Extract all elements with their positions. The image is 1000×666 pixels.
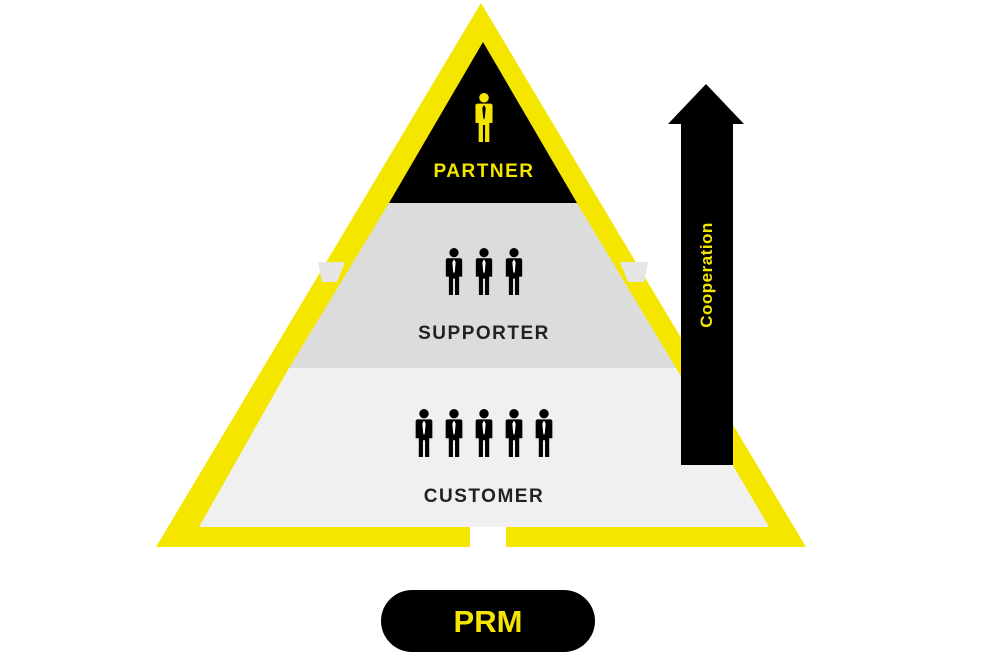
person-icon [475,248,493,295]
person-icon [415,409,433,457]
person-icon [475,93,493,142]
customer-label: CUSTOMER [424,486,544,507]
prm-pill [381,590,595,652]
person-icon [535,409,553,457]
partner-label: PARTNER [434,161,535,182]
person-icon [505,409,523,457]
customer-tier [199,368,769,527]
supporter-label: SUPPORTER [418,323,550,344]
person-icon [445,409,463,457]
frame-gap-bottom [470,527,506,549]
supporter-people-group [445,248,523,295]
prm-label: PRM [454,604,523,639]
frame-notch-left [318,262,345,282]
customer-people-group [415,409,553,457]
frame-notch-right [620,262,648,282]
person-icon [475,409,493,457]
person-icon [505,248,523,295]
person-icon [445,248,463,295]
cooperation-arrow [668,84,744,465]
cooperation-label: Cooperation [697,222,716,328]
partner-people-group [475,93,493,142]
